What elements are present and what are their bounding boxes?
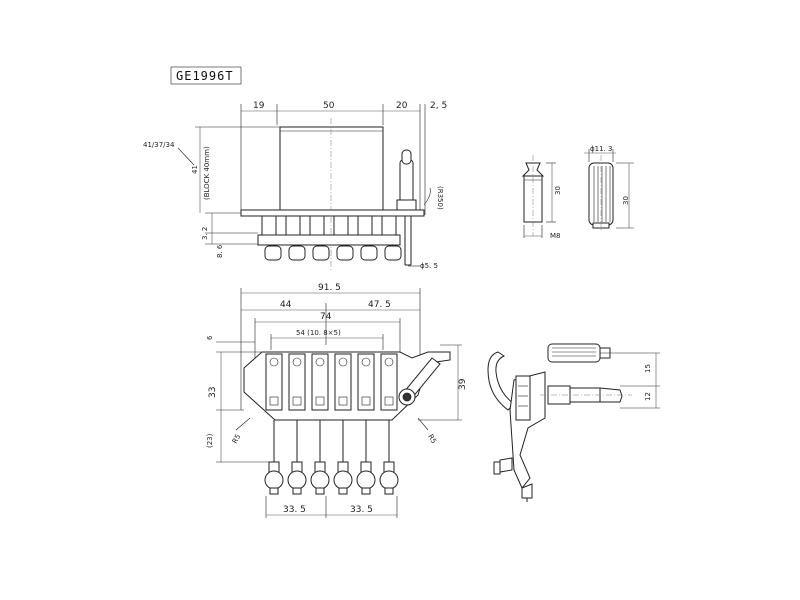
dim-6: 6 xyxy=(206,335,214,340)
dim-91-5: 91. 5 xyxy=(318,283,341,293)
block-note: (BLOCK 40mm) xyxy=(203,146,211,200)
dim-19: 19 xyxy=(253,101,265,111)
saddles-front xyxy=(257,215,402,261)
knob-height: 30 xyxy=(622,196,630,205)
dim-string-span: 54 (10. 8×5) xyxy=(296,329,341,337)
radius-right: R5 xyxy=(426,433,438,445)
dim-bottom-right: 33. 5 xyxy=(350,505,373,515)
block-sizes: 41/37/34 xyxy=(143,141,175,149)
dim-12: 12 xyxy=(644,392,652,401)
saddles-plan xyxy=(265,353,398,411)
model-label-box: GE1996T xyxy=(170,66,242,85)
screw-thread: M8 xyxy=(550,232,561,240)
dim-44: 44 xyxy=(280,300,292,310)
dim-diameter-5-5: ϕ5. 5 xyxy=(420,262,438,270)
front-elevation-view: 19 50 20 2, 5 xyxy=(143,101,447,270)
dim-33: 33 xyxy=(208,387,218,398)
dim-3-2: 3. 2 xyxy=(201,227,209,240)
model-label: GE1996T xyxy=(176,69,234,83)
dim-bottom-left: 33. 5 xyxy=(283,505,306,515)
dim-20: 20 xyxy=(396,101,408,111)
dim-8-6: 8. 6 xyxy=(216,244,224,258)
locking-screw-view: 30 M8 xyxy=(521,155,562,240)
dim-39: 39 xyxy=(458,378,468,390)
side-profile-view: 15 12 xyxy=(487,343,660,502)
dim-50: 50 xyxy=(323,101,335,111)
fine-tuners-plan xyxy=(264,420,399,495)
fine-tuner-knob-view: ϕ11. 3 30 xyxy=(584,145,634,232)
plan-view: 91. 5 44 47. 5 74 54 (10. 8×5) xyxy=(206,283,468,518)
radius-r350: (R350) xyxy=(436,186,444,210)
knob-diameter: ϕ11. 3 xyxy=(590,145,612,153)
screw-height: 30 xyxy=(554,186,562,195)
dim-2-5: 2, 5 xyxy=(430,101,447,111)
dim-47-5: 47. 5 xyxy=(368,300,391,310)
dim-74: 74 xyxy=(320,312,332,322)
dim-15: 15 xyxy=(644,364,652,373)
dim-41: 41 xyxy=(191,165,199,174)
dim-23: (23) xyxy=(206,433,214,448)
radius-left: R5 xyxy=(231,433,243,445)
